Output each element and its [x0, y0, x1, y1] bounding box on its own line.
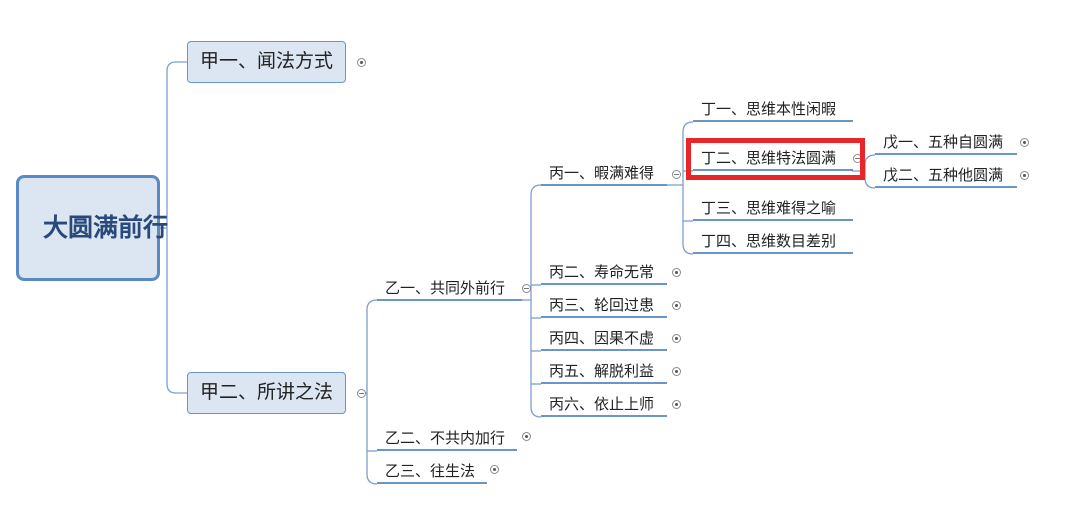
node-bing6-label: 丙六、依止上师 — [549, 395, 655, 413]
node-bing5-label: 丙五、解脱利益 — [549, 362, 655, 380]
node-ding4[interactable]: 丁四、思维数目差别 — [693, 230, 853, 254]
connector-level2 — [366, 299, 378, 485]
node-jia2[interactable]: 甲二、所讲之法 — [187, 372, 347, 414]
expand-icon[interactable] — [1020, 171, 1029, 180]
node-yi1[interactable]: 乙一、共同外前行 — [377, 277, 522, 301]
node-ding2[interactable]: 丁二、思维特法圆满 — [693, 147, 853, 171]
node-bing3-label: 丙三、轮回过患 — [549, 296, 655, 314]
root-label: 大圆满前行 — [43, 213, 169, 242]
expand-icon[interactable] — [672, 367, 681, 376]
node-bing1[interactable]: 丙一、暇满难得 — [541, 162, 667, 186]
node-wu1-label: 戊一、五种自圆满 — [883, 133, 1004, 151]
node-bing3[interactable]: 丙三、轮回过患 — [541, 294, 667, 318]
node-bing6[interactable]: 丙六、依止上师 — [541, 393, 667, 417]
collapse-icon[interactable] — [672, 170, 681, 179]
node-wu2[interactable]: 戊二、五种他圆满 — [875, 164, 1017, 188]
connector-level4 — [682, 121, 694, 255]
node-yi1-label: 乙一、共同外前行 — [385, 279, 506, 297]
node-wu2-label: 戊二、五种他圆满 — [883, 166, 1004, 184]
node-ding3-label: 丁三、思维难得之喻 — [701, 199, 837, 217]
highlight-box — [686, 138, 865, 180]
expand-icon[interactable] — [522, 432, 531, 441]
node-bing2[interactable]: 丙二、寿命无常 — [541, 261, 667, 285]
expand-icon[interactable] — [357, 58, 366, 67]
node-yi2-label: 乙二、不共内加行 — [385, 429, 506, 447]
root-node[interactable]: 大圆满前行 — [16, 175, 169, 281]
node-ding1-label: 丁一、思维本性闲暇 — [701, 100, 837, 118]
node-bing4-label: 丙四、因果不虚 — [549, 329, 655, 347]
collapse-icon[interactable] — [357, 389, 366, 398]
node-bing2-label: 丙二、寿命无常 — [549, 263, 655, 281]
collapse-icon[interactable] — [522, 284, 531, 293]
node-yi3[interactable]: 乙三、往生法 — [377, 460, 487, 484]
connector-level1 — [166, 61, 187, 394]
node-ding2-label: 丁二、思维特法圆满 — [701, 149, 837, 167]
node-bing5[interactable]: 丙五、解脱利益 — [541, 360, 667, 384]
node-bing4[interactable]: 丙四、因果不虚 — [541, 327, 667, 351]
connector-level5 — [864, 154, 876, 189]
node-yi2[interactable]: 乙二、不共内加行 — [377, 427, 517, 451]
expand-icon[interactable] — [672, 268, 681, 277]
node-yi3-label: 乙三、往生法 — [385, 462, 476, 480]
expand-icon[interactable] — [672, 400, 681, 409]
node-ding1[interactable]: 丁一、思维本性闲暇 — [693, 98, 853, 122]
expand-icon[interactable] — [672, 334, 681, 343]
expand-icon[interactable] — [672, 301, 681, 310]
connector-level3 — [530, 184, 542, 418]
node-jia1-label: 甲一、闻法方式 — [200, 50, 334, 72]
expand-icon[interactable] — [490, 465, 499, 474]
node-bing1-label: 丙一、暇满难得 — [549, 164, 655, 182]
expand-icon[interactable] — [1020, 138, 1029, 147]
node-jia1[interactable]: 甲一、闻法方式 — [187, 41, 347, 83]
node-wu1[interactable]: 戊一、五种自圆满 — [875, 131, 1017, 155]
node-ding4-label: 丁四、思维数目差别 — [701, 232, 837, 250]
node-ding3[interactable]: 丁三、思维难得之喻 — [693, 197, 853, 221]
node-jia2-label: 甲二、所讲之法 — [200, 381, 334, 403]
